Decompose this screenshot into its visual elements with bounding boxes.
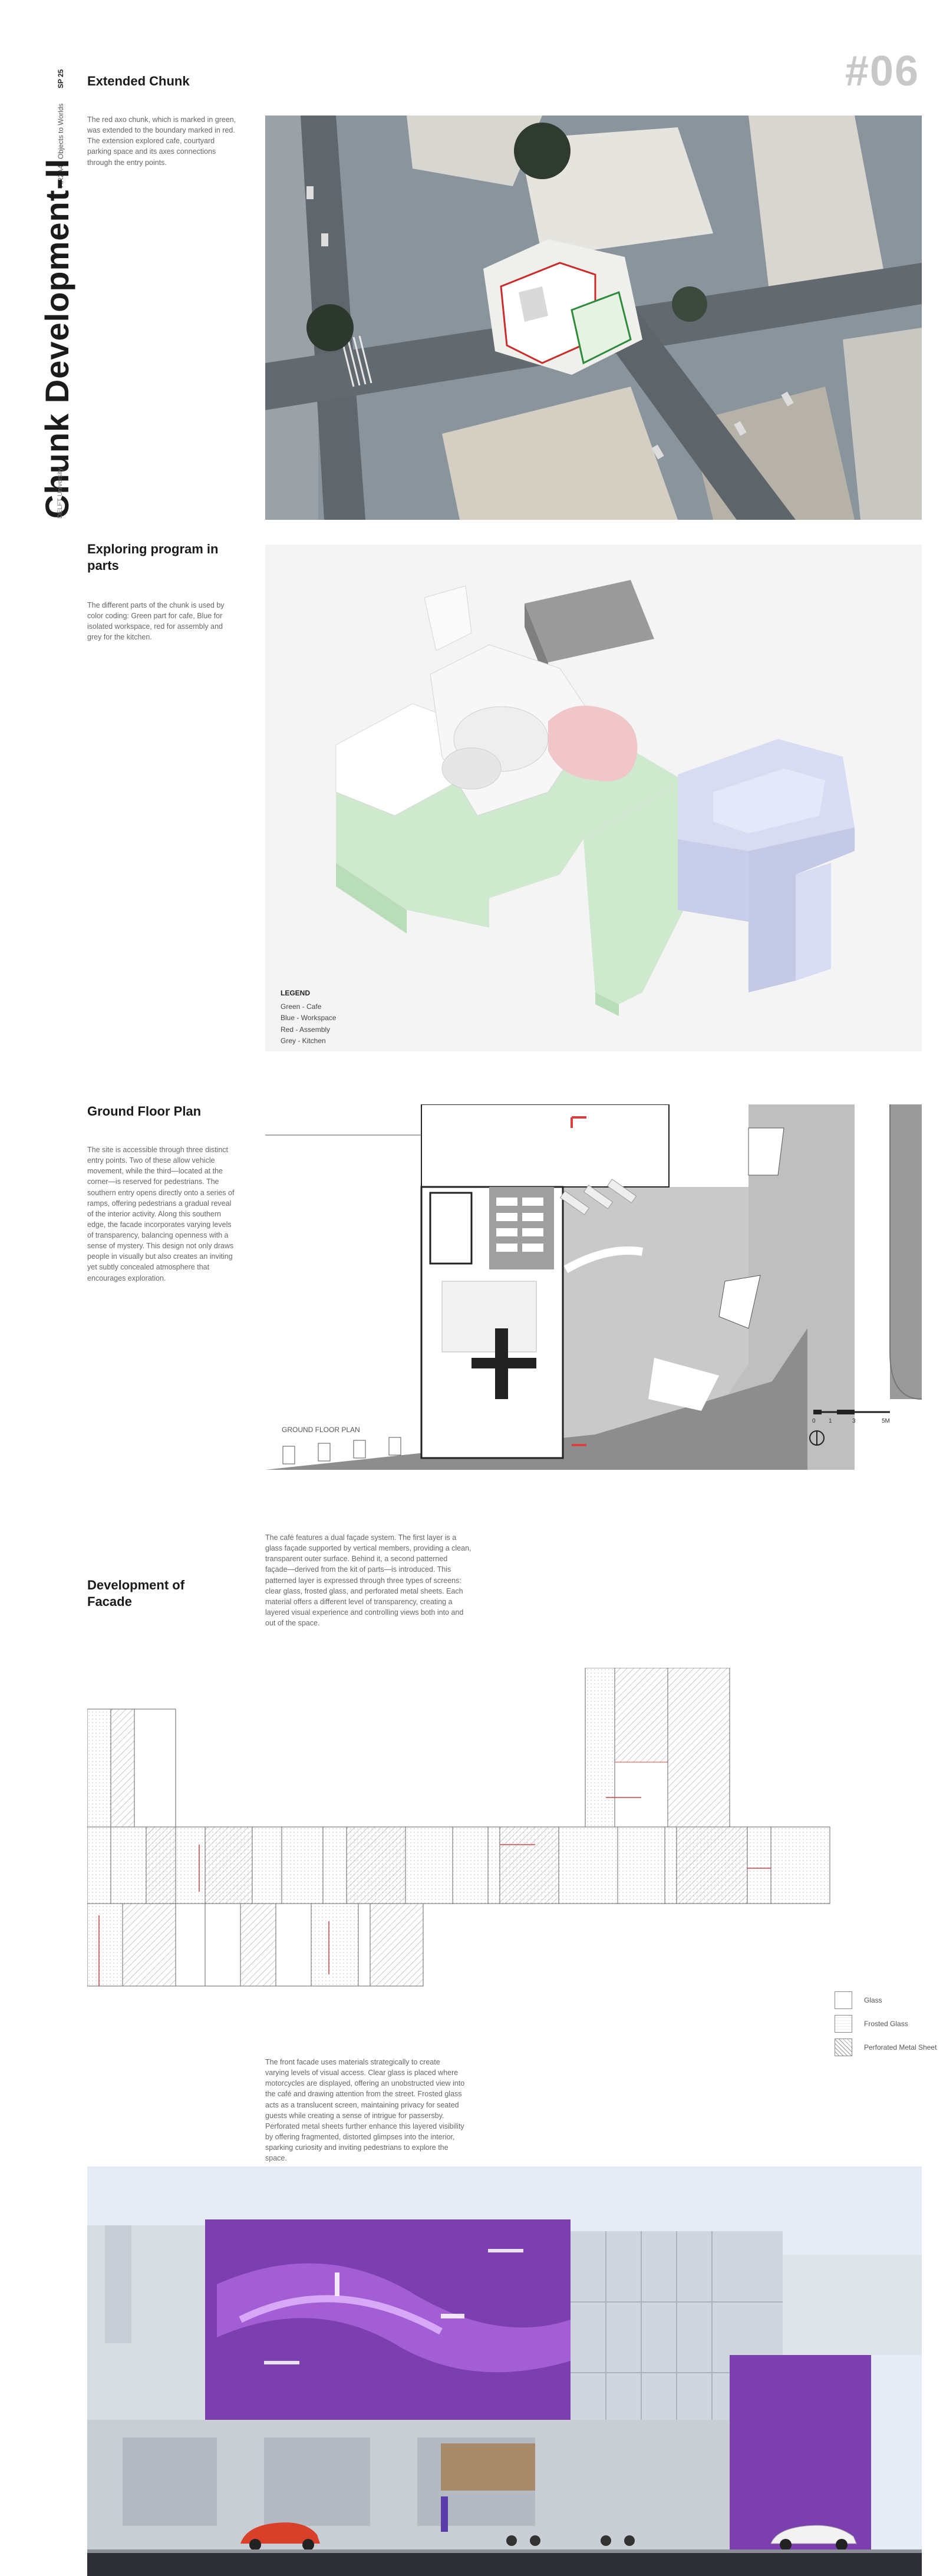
facade-outro-text: The front facade uses materials strategi…: [265, 2058, 465, 2163]
glass-swatch: [835, 1991, 852, 2009]
program-text: The different parts of the chunk is used…: [87, 601, 225, 642]
facade-elevation-drawing: [87, 1668, 836, 1992]
program-axo-drawing: [265, 545, 922, 1051]
legend-item-kitchen: Grey - Kitchen: [281, 1036, 326, 1045]
page-title-wrap: Chunk Development-II: [38, 59, 75, 519]
program-legend: LEGEND Green - Cafe Blue - Workspace Red…: [281, 988, 336, 1047]
legend-item-workspace: Blue - Workspace: [281, 1014, 337, 1023]
page-title: Chunk Development-II: [38, 158, 75, 519]
page-number: #06: [845, 48, 919, 95]
perforated-swatch: [835, 2039, 852, 2056]
legend-item-assembly: Red - Assembly: [281, 1025, 331, 1034]
legend-glass-label: Glass: [864, 1996, 882, 2004]
scale-5m: 5M: [882, 1418, 890, 1424]
aerial-view-image: [265, 116, 922, 520]
front-facade-render-image: [87, 2166, 922, 2576]
scale-1: 1: [829, 1418, 832, 1424]
legend-item-cafe: Green - Cafe: [281, 1002, 322, 1011]
extended-heading: Extended Chunk: [87, 74, 190, 88]
scale-3: 3: [852, 1418, 856, 1424]
front-facade-render-svg: [87, 2166, 922, 2576]
scale-0: 0: [812, 1418, 816, 1424]
program-legend-title: LEGEND: [281, 989, 311, 997]
plan-label: GROUND FLOOR PLAN: [282, 1426, 360, 1434]
ground-text: The site is accessible through three dis…: [87, 1146, 235, 1282]
ground-heading: Ground Floor Plan: [87, 1104, 202, 1119]
frosted-swatch: [835, 2015, 852, 2033]
program-heading: Exploring program in parts: [87, 542, 219, 573]
legend-perforated-label: Perforated Metal Sheet: [864, 2043, 937, 2051]
ground-plan-svg: GROUND FLOOR PLAN 0 1 3 5M: [265, 1104, 922, 1470]
extended-text: The red axo chunk, which is marked in gr…: [87, 116, 236, 167]
facade-legend: Glass Frosted Glass Perforated Metal She…: [835, 1988, 937, 2059]
aerial-view-drawing: [265, 116, 922, 520]
program-axonometric-image: LEGEND Green - Cafe Blue - Workspace Red…: [265, 545, 922, 1051]
legend-frosted: Frosted Glass: [835, 2012, 937, 2036]
legend-perforated: Perforated Metal Sheet: [835, 2036, 937, 2059]
facade-intro-text: The café features a dual façade system. …: [265, 1533, 472, 1627]
facade-pattern-svg: [87, 1668, 830, 1987]
legend-frosted-label: Frosted Glass: [864, 2020, 908, 2028]
university-label: DELFT University: [57, 468, 64, 519]
ground-floor-plan-drawing: GROUND FLOOR PLAN 0 1 3 5M: [265, 1104, 922, 1470]
legend-glass: Glass: [835, 1988, 937, 2012]
facade-heading: Development of Facade: [87, 1578, 185, 1609]
